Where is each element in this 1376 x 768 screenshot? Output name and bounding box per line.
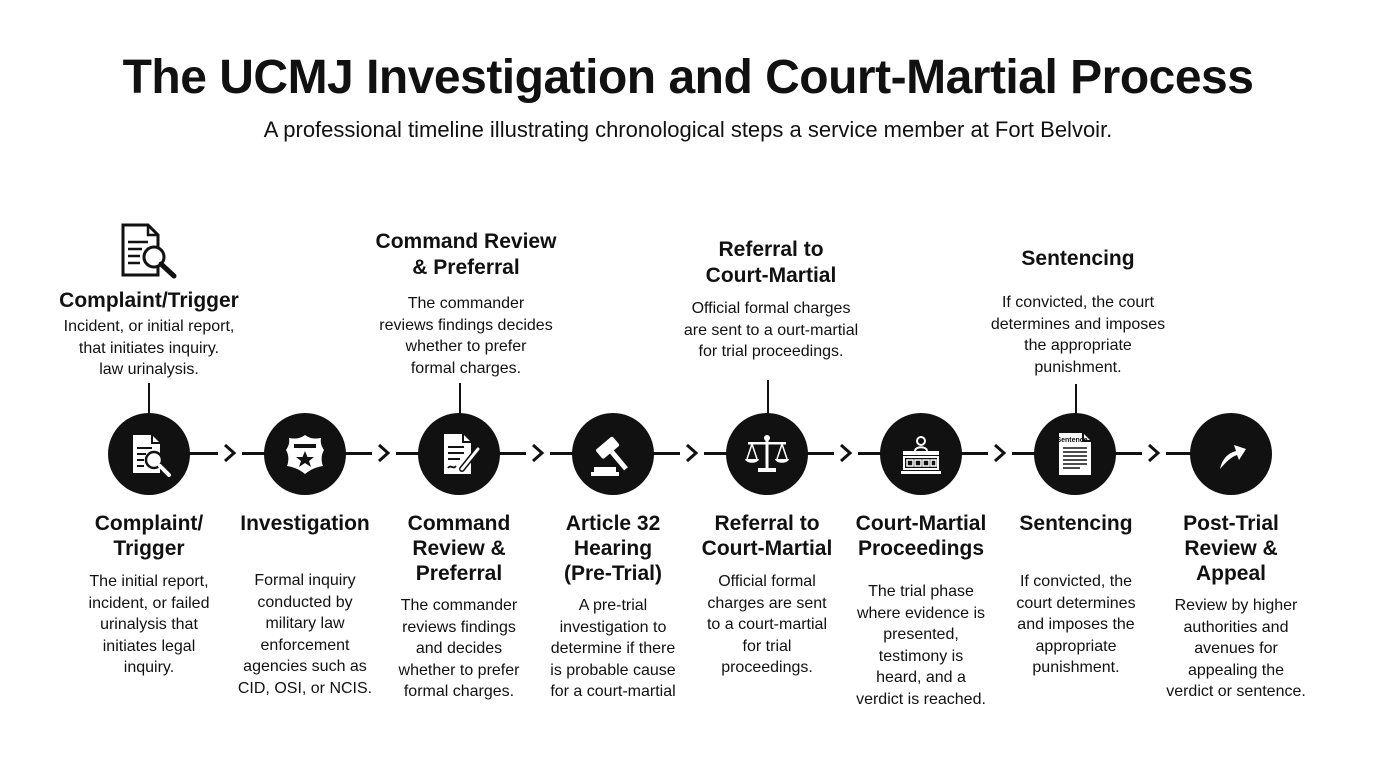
step-node-investigation (264, 413, 346, 495)
step-desc-sentencing: If convicted, the court determines and i… (1016, 573, 1136, 676)
callout-complaint-desc: Incident, or initial report, that initia… (63, 318, 235, 378)
step-node-complaint (108, 413, 190, 495)
police-badge-icon (286, 435, 324, 474)
step-title-command-review: Command Review & Preferral (407, 512, 511, 585)
step-title-proceedings: Court-Martial Proceedings (855, 512, 987, 560)
connector-line (1075, 384, 1077, 415)
step-node-article-32 (572, 413, 654, 495)
step-node-referral (726, 413, 808, 495)
callout-sentencing-desc: If convicted, the court determines and i… (990, 294, 1166, 376)
step-desc-referral: Official formal charges are sent to a co… (706, 573, 828, 676)
step-desc-appeal: Review by higher authorities and avenues… (1166, 597, 1306, 700)
callout-referral-desc: Official formal charges are sent to a ou… (683, 300, 859, 360)
chevron-right-icon (372, 443, 396, 463)
document-search-icon (121, 223, 177, 279)
callout-referral-title: Referral to Court-Martial (705, 238, 837, 287)
step-title-investigation: Investigation (240, 512, 370, 535)
document-search-icon (133, 435, 171, 477)
page-title: The UCMJ Investigation and Court-Martial… (122, 51, 1254, 104)
sentence-label: Sentence (1056, 437, 1087, 444)
connector-line (767, 380, 769, 415)
step-node-appeal (1190, 413, 1272, 495)
step-desc-command-review: The commander reviews findings and decid… (398, 597, 520, 700)
callout-command-review-desc: The commander reviews findings decides w… (379, 295, 553, 377)
step-title-sentencing: Sentencing (1019, 512, 1133, 535)
callout-complaint-title: Complaint/Trigger (59, 289, 239, 312)
courtroom-icon (901, 436, 941, 474)
scales-of-justice-icon (745, 435, 789, 472)
chevron-right-icon (218, 443, 242, 463)
step-title-appeal: Post-Trial Review & Appeal (1183, 512, 1279, 585)
step-node-proceedings (880, 413, 962, 495)
page-subtitle: A professional timeline illustrating chr… (263, 117, 1113, 142)
document-pen-icon (444, 434, 481, 474)
chevron-right-icon (526, 443, 550, 463)
step-title-article-32: Article 32 Hearing (Pre-Trial) (563, 512, 663, 585)
chevron-right-icon (834, 443, 858, 463)
chevron-right-icon (1142, 443, 1166, 463)
appeal-arrow-icon (1220, 445, 1246, 469)
chevron-right-icon (680, 443, 704, 463)
gavel-icon (591, 436, 628, 476)
chevron-right-icon (988, 443, 1012, 463)
step-node-sentencing: Sentence (1034, 413, 1116, 495)
step-desc-complaint: The initial report, incident, or failed … (88, 573, 210, 676)
callout-command-review-title: Command Review & Preferral (375, 230, 557, 279)
step-title-complaint: Complaint/ Trigger (94, 512, 204, 560)
step-node-command-review (418, 413, 500, 495)
step-title-referral: Referral to Court-Martial (701, 512, 833, 560)
connector-line (148, 383, 150, 415)
step-desc-investigation: Formal inquiry conducted by military law… (237, 572, 373, 697)
connector-line (459, 383, 461, 415)
sentence-document-icon: Sentence (1056, 433, 1091, 475)
step-desc-proceedings: The trial phase where evidence is presen… (856, 583, 986, 708)
callout-sentencing-title: Sentencing (1021, 247, 1135, 270)
step-desc-article-32: A pre-trial investigation to determine i… (550, 597, 676, 700)
